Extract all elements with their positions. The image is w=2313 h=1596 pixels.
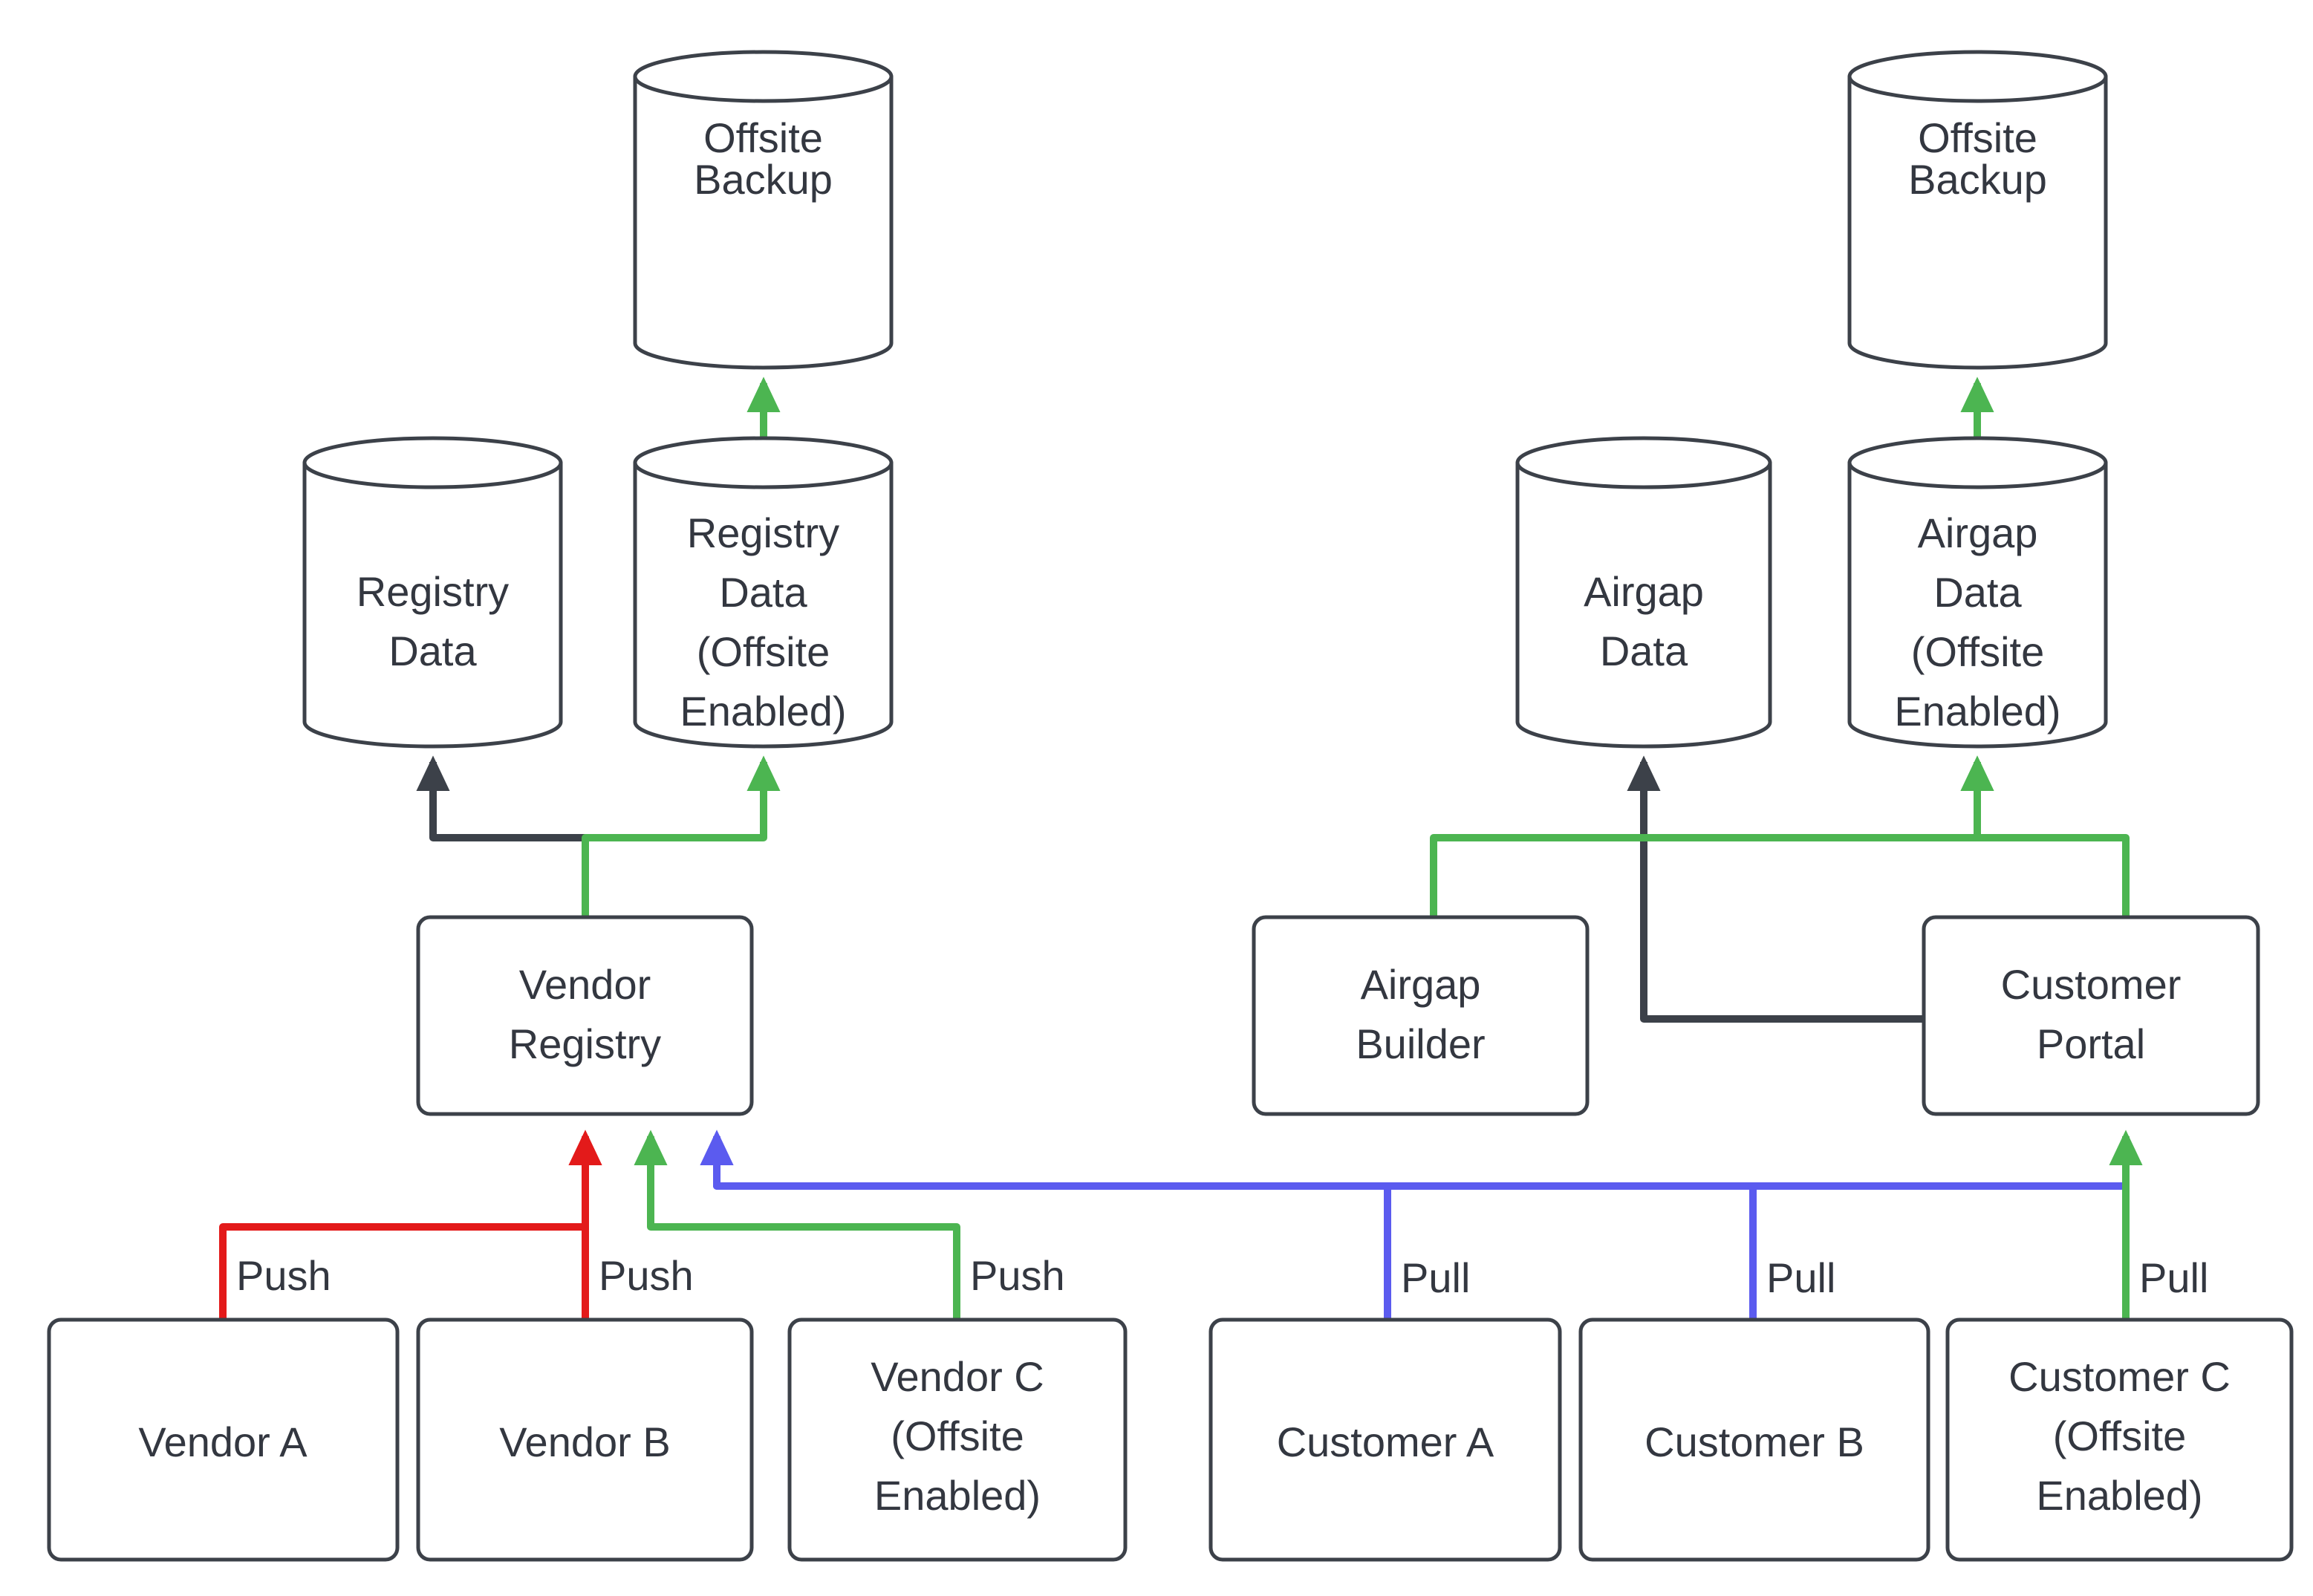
node-registry-data[interactable]: Registry Data [302, 436, 563, 749]
node-registry-data-offsite[interactable]: Registry Data (Offsite Enabled) [633, 436, 894, 749]
edge-vendor-registry-to-registry-offsite [582, 755, 781, 917]
node-label-line: Airgap [1918, 509, 2038, 556]
node-customer-a[interactable]: Customer A [1208, 1317, 1562, 1562]
node-label-line: Data [719, 569, 807, 616]
edge-label-customer-c-pull: Pull [2139, 1254, 2208, 1301]
node-label-line: Registry [687, 509, 839, 556]
node-vendor-b[interactable]: Vendor B [416, 1317, 754, 1562]
edge-airgap-builder-to-airgap-offsite [1430, 755, 1994, 917]
node-vendor-registry[interactable]: Vendor Registry [416, 915, 754, 1116]
edge-customer-portal-to-airgap-data [1627, 755, 1924, 1023]
node-label-line: Airgap [1584, 568, 1704, 615]
node-vendor-c[interactable]: Vendor C (Offsite Enabled) [787, 1317, 1128, 1562]
node-label-line: Vendor B [499, 1419, 670, 1465]
edge-label-vendor-b-push: Push [599, 1252, 694, 1299]
node-label-line: Data [388, 628, 477, 674]
node-label-line: Registry [509, 1020, 661, 1067]
node-label-line: Customer [2001, 961, 2182, 1008]
edge-vendor-registry-to-registry-data [416, 755, 589, 917]
edge-customer-portal-to-airgap-offsite [1960, 755, 2130, 917]
node-label-line: Customer C [2008, 1353, 2231, 1400]
node-label-line: Backup [694, 156, 833, 203]
node-label-line: Vendor A [138, 1419, 308, 1465]
node-label-line: Enabled) [874, 1472, 1041, 1519]
node-label-line: Data [1933, 569, 2022, 616]
node-vendor-a[interactable]: Vendor A [47, 1317, 400, 1562]
node-label-line: Builder [1356, 1020, 1485, 1067]
node-label-line: (Offsite [1911, 628, 2044, 675]
edge-label-vendor-a-push: Push [236, 1252, 331, 1299]
edges-layer [219, 377, 2143, 1320]
node-label-line: Offsite [1918, 114, 2037, 161]
node-label-line: Registry [357, 568, 509, 615]
edge-vendor-c-to-vendor-registry [634, 1130, 960, 1320]
node-label-line: Customer B [1645, 1419, 1864, 1465]
node-label-line: Enabled) [2036, 1472, 2202, 1519]
node-label-line: (Offsite [891, 1413, 1024, 1459]
node-customer-b[interactable]: Customer B [1578, 1317, 1930, 1562]
node-label-line: Offsite [703, 114, 823, 161]
node-label-line: Portal [2037, 1020, 2145, 1067]
node-airgap-builder[interactable]: Airgap Builder [1252, 915, 1590, 1116]
edge-label-customer-b-pull: Pull [1766, 1254, 1835, 1301]
edge-label-vendor-c-push: Push [970, 1252, 1065, 1299]
node-offsite-backup-right[interactable]: Offsite Backup [1847, 50, 2108, 370]
node-offsite-backup-left[interactable]: Offsite Backup [633, 50, 894, 370]
node-airgap-data[interactable]: Airgap Data [1515, 436, 1772, 749]
node-label-line: (Offsite [697, 628, 830, 675]
node-label-line: Backup [1908, 156, 2047, 203]
node-label-line: Enabled) [1894, 688, 2060, 735]
node-customer-c[interactable]: Customer C (Offsite Enabled) [1945, 1317, 2294, 1562]
edge-labels-layer: Push Push Push Pull Pull Pull [236, 1252, 2208, 1301]
node-label-line: Airgap [1361, 961, 1481, 1008]
node-label-line: (Offsite [2053, 1413, 2186, 1459]
node-airgap-data-offsite[interactable]: Airgap Data (Offsite Enabled) [1847, 436, 2108, 749]
node-customer-portal[interactable]: Customer Portal [1922, 915, 2260, 1116]
node-label-line: Enabled) [680, 688, 846, 735]
edge-label-customer-a-pull: Pull [1401, 1254, 1470, 1301]
node-label-line: Vendor C [871, 1353, 1044, 1400]
node-label-line: Vendor [519, 961, 651, 1008]
node-label-line: Customer A [1277, 1419, 1494, 1465]
node-label-line: Data [1600, 628, 1688, 674]
